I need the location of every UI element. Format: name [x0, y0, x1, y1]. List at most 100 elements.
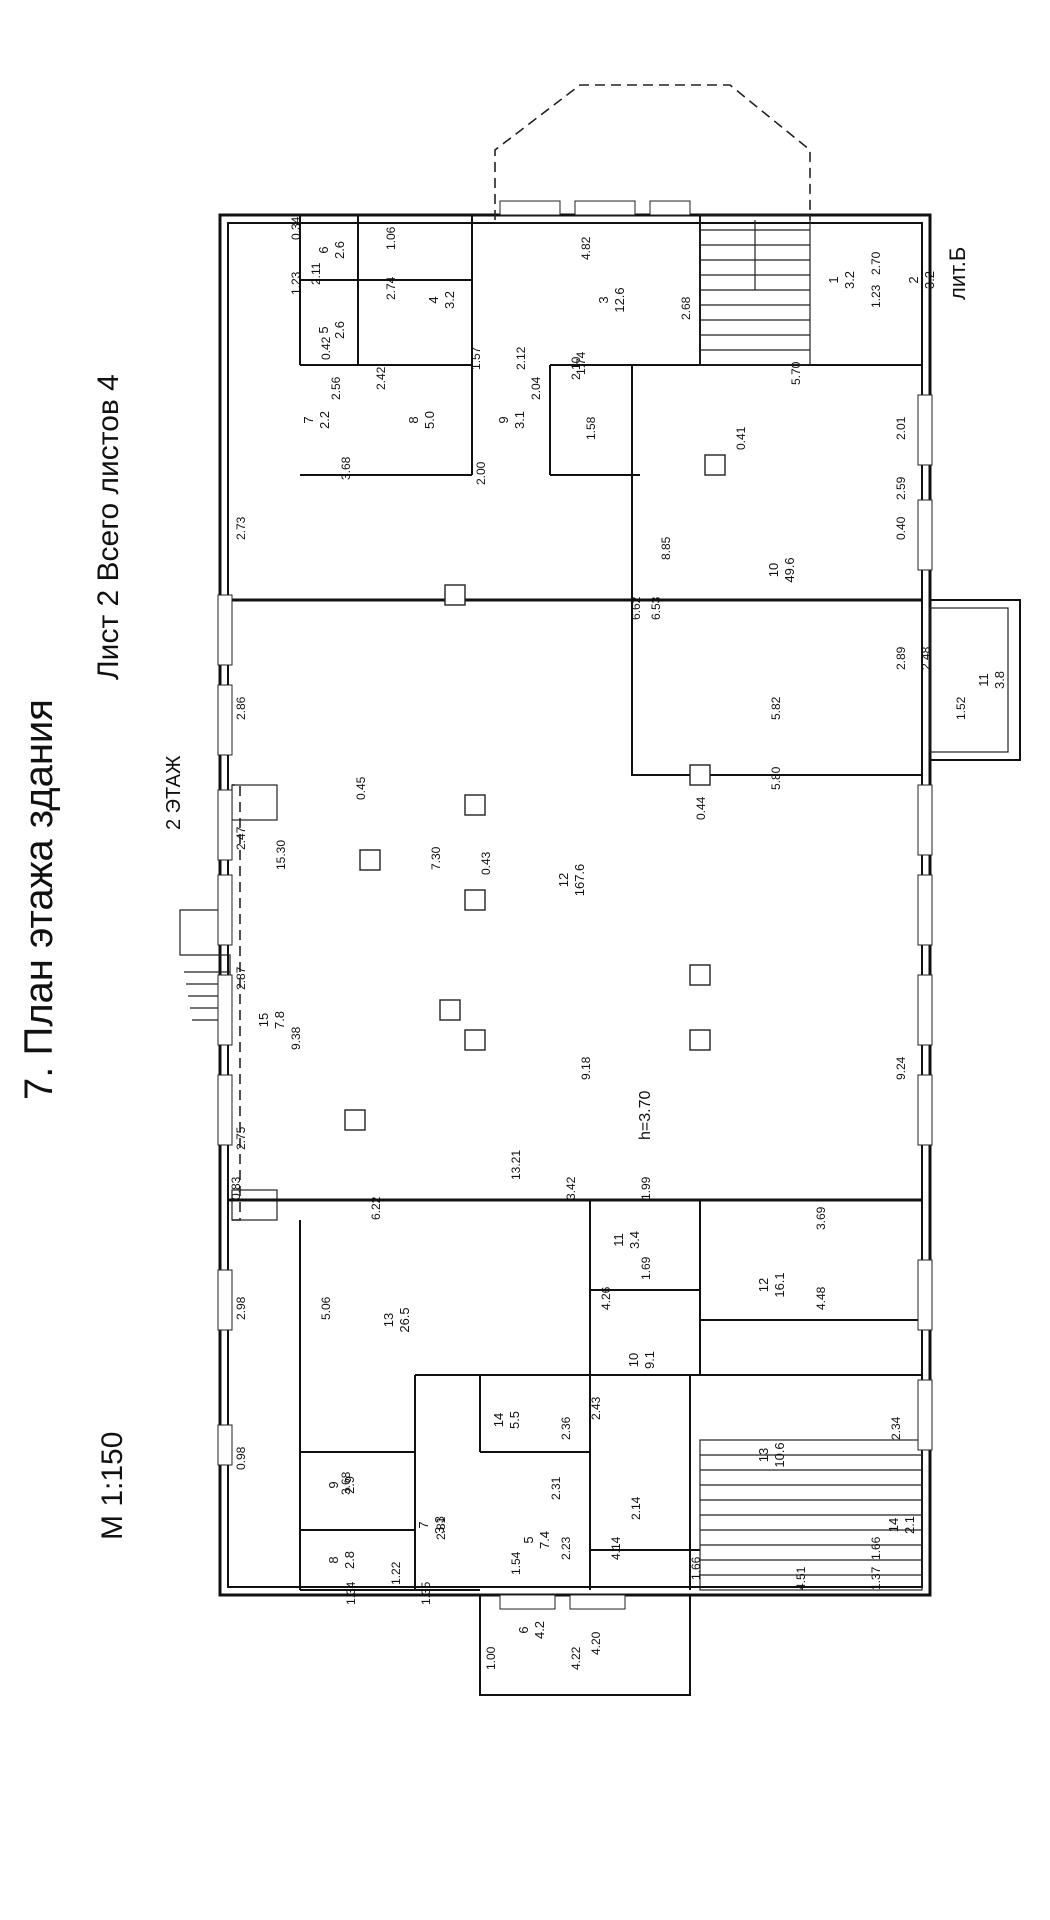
- dimension-label: 0.44: [694, 796, 708, 820]
- dimension-label: 1.35: [419, 1581, 433, 1605]
- svg-text:3.4: 3.4: [627, 1231, 642, 1249]
- svg-text:4: 4: [426, 296, 441, 303]
- dimension-label: 0.42: [319, 336, 333, 360]
- dimension-label: 2.48: [919, 646, 933, 670]
- height-label: h=3.70: [637, 1091, 654, 1140]
- svg-text:3.1: 3.1: [512, 411, 527, 429]
- svg-text:3.2: 3.2: [442, 291, 457, 309]
- svg-text:2.8: 2.8: [342, 1551, 357, 1569]
- dimension-label: 4.26: [599, 1286, 613, 1310]
- svg-text:8: 8: [406, 416, 421, 423]
- dimension-label: 2.04: [529, 376, 543, 400]
- svg-text:12: 12: [556, 873, 571, 887]
- dimension-label: 0.98: [234, 1446, 248, 1470]
- dimension-label: 8.85: [659, 536, 673, 560]
- dimension-label: 1.52: [954, 696, 968, 720]
- svg-text:5: 5: [316, 326, 331, 333]
- floor-label: 2 ЭТАЖ: [163, 755, 185, 830]
- balcony-bottom: [479, 1594, 691, 1696]
- dimension-label: 1.57: [469, 346, 483, 370]
- svg-text:10: 10: [626, 1353, 641, 1367]
- svg-text:49.6: 49.6: [782, 557, 797, 582]
- svg-text:7: 7: [416, 1521, 431, 1528]
- dimension-label: 3.68: [339, 1471, 353, 1495]
- svg-text:26.5: 26.5: [397, 1307, 412, 1332]
- dimension-label: 4.48: [814, 1286, 828, 1310]
- dimension-label: 1.34: [344, 1581, 358, 1605]
- bay-dashed-outline: [494, 84, 811, 220]
- dimension-label: 0.40: [894, 516, 908, 540]
- dimension-label: 5.70: [789, 361, 803, 385]
- dimension-label: 2.89: [894, 646, 908, 670]
- svg-text:2.9: 2.9: [342, 1476, 357, 1494]
- dimension-label: 2.56: [329, 376, 343, 400]
- plan-title: 7. План этажа здания: [17, 699, 61, 1100]
- dimension-label: 0.83: [229, 1176, 243, 1200]
- dimension-label: 2.86: [234, 696, 248, 720]
- svg-text:13: 13: [381, 1313, 396, 1327]
- dimension-label: 0.34: [289, 216, 303, 240]
- dimension-label: 2.01: [894, 416, 908, 440]
- dimension-label: 2.23: [559, 1536, 573, 1560]
- svg-text:14: 14: [491, 1413, 506, 1427]
- svg-text:7: 7: [301, 416, 316, 423]
- svg-text:3.3: 3.3: [432, 1516, 447, 1534]
- svg-text:2: 2: [906, 276, 921, 283]
- lit-label: лит.Б: [945, 247, 970, 300]
- svg-text:6: 6: [516, 1626, 531, 1633]
- scale-label: М 1:150: [96, 1432, 129, 1540]
- balcony-end-2: [231, 784, 278, 821]
- svg-text:16.1: 16.1: [772, 1272, 787, 1297]
- svg-text:5.0: 5.0: [422, 411, 437, 429]
- dimension-label: 3.69: [814, 1206, 828, 1230]
- dimension-label: 2.12: [514, 346, 528, 370]
- svg-text:14: 14: [886, 1518, 901, 1532]
- dimension-label: 5.06: [319, 1296, 333, 1320]
- dimension-label: 2.75: [234, 1126, 248, 1150]
- dimension-label: 2.47: [234, 826, 248, 850]
- svg-text:3: 3: [596, 296, 611, 303]
- svg-text:5.5: 5.5: [507, 1411, 522, 1429]
- dimension-label: 2.87: [234, 966, 248, 990]
- dimension-label: 1.74: [574, 351, 588, 375]
- svg-text:12.6: 12.6: [612, 287, 627, 312]
- svg-text:10: 10: [766, 563, 781, 577]
- dimension-label: 1.23: [869, 284, 883, 308]
- svg-text:2.6: 2.6: [332, 321, 347, 339]
- svg-text:1: 1: [826, 276, 841, 283]
- dimension-label: 2.98: [234, 1296, 248, 1320]
- svg-text:167.6: 167.6: [572, 864, 587, 897]
- svg-text:9.1: 9.1: [642, 1351, 657, 1369]
- rotated-plan-group: 7. План этажа здания Лист 2 Всего листов…: [17, 84, 1021, 1696]
- dimension-label: 15.30: [274, 840, 288, 870]
- svg-text:2.6: 2.6: [332, 241, 347, 259]
- inner-wall-line: [227, 222, 923, 1588]
- svg-text:11: 11: [976, 673, 991, 687]
- svg-text:7.4: 7.4: [537, 1531, 552, 1549]
- dimension-label: 1.23: [289, 271, 303, 295]
- svg-text:3.2: 3.2: [922, 271, 937, 289]
- svg-text:2.2: 2.2: [317, 411, 332, 429]
- balcony-end: [231, 1189, 278, 1221]
- svg-text:10.6: 10.6: [772, 1442, 787, 1467]
- dimension-label: 1.69: [639, 1256, 653, 1280]
